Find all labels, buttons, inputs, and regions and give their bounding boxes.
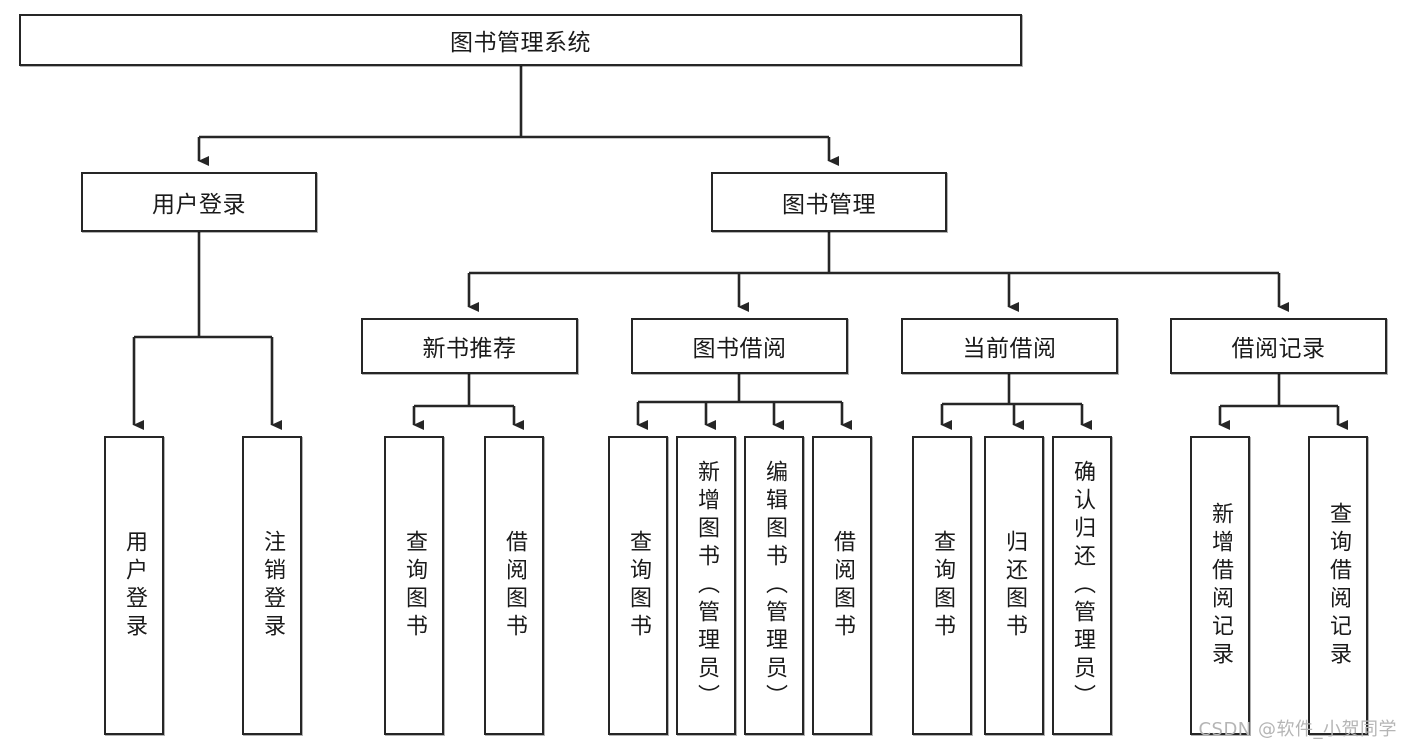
- node-book-borrow[interactable]: 图书借阅: [631, 318, 848, 374]
- node-label: 借阅图书: [830, 529, 855, 642]
- node-user-login[interactable]: 用户登录: [81, 172, 317, 232]
- node-label: 借阅记录: [1231, 336, 1326, 362]
- node-leaf-add-book-admin[interactable]: 新增图书（管理员）: [676, 436, 736, 735]
- node-label: 新增图书（管理员）: [694, 459, 719, 712]
- node-book-management[interactable]: 图书管理: [711, 172, 947, 232]
- node-label: 查询借阅记录: [1326, 501, 1351, 670]
- node-label: 查询图书: [626, 529, 651, 642]
- node-leaf-query-book-recommend[interactable]: 查询图书: [384, 436, 444, 735]
- node-leaf-confirm-return-admin[interactable]: 确认归还（管理员）: [1052, 436, 1112, 735]
- node-borrow-record[interactable]: 借阅记录: [1170, 318, 1387, 374]
- node-new-book-recommend[interactable]: 新书推荐: [361, 318, 578, 374]
- node-leaf-borrow-book-recommend[interactable]: 借阅图书: [484, 436, 544, 735]
- node-label: 用户登录: [152, 192, 246, 218]
- node-label: 新书推荐: [422, 336, 517, 362]
- node-leaf-borrow-book[interactable]: 借阅图书: [812, 436, 872, 735]
- node-leaf-edit-book-admin[interactable]: 编辑图书（管理员）: [744, 436, 804, 735]
- node-label: 确认归还（管理员）: [1070, 459, 1095, 712]
- node-label: 当前借阅: [962, 336, 1057, 362]
- node-label: 归还图书: [1002, 529, 1027, 642]
- node-leaf-user-login[interactable]: 用户登录: [104, 436, 164, 735]
- node-label: 图书借阅: [692, 336, 787, 362]
- node-root-system[interactable]: 图书管理系统: [19, 14, 1022, 66]
- node-label: 新增借阅记录: [1208, 501, 1233, 670]
- node-leaf-query-book-current[interactable]: 查询图书: [912, 436, 972, 735]
- node-current-borrow[interactable]: 当前借阅: [901, 318, 1118, 374]
- node-label: 查询图书: [402, 529, 427, 642]
- node-leaf-add-borrow-record[interactable]: 新增借阅记录: [1190, 436, 1250, 735]
- node-leaf-logout[interactable]: 注销登录: [242, 436, 302, 735]
- node-leaf-query-borrow-record[interactable]: 查询借阅记录: [1308, 436, 1368, 735]
- node-leaf-query-book-borrow[interactable]: 查询图书: [608, 436, 668, 735]
- node-label: 编辑图书（管理员）: [762, 459, 787, 712]
- node-label: 图书管理: [782, 192, 876, 218]
- node-label: 注销登录: [260, 529, 285, 642]
- node-label: 查询图书: [930, 529, 955, 642]
- node-label: 借阅图书: [502, 529, 527, 642]
- node-label: 图书管理系统: [450, 30, 591, 56]
- csdn-watermark: CSDN @软件_小贺同学: [1198, 719, 1397, 740]
- node-leaf-return-book[interactable]: 归还图书: [984, 436, 1044, 735]
- node-label: 用户登录: [122, 529, 147, 642]
